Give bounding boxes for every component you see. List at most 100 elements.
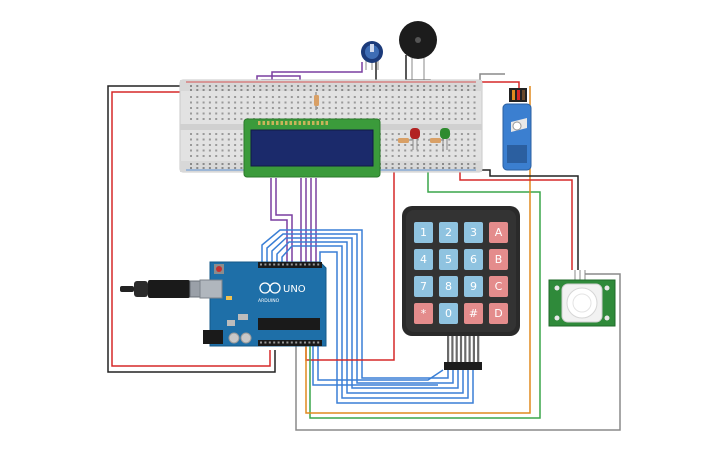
breadboard-hole xyxy=(253,112,255,115)
lcd-pin xyxy=(298,121,301,125)
breadboard-hole xyxy=(341,112,344,115)
ribbon-wire xyxy=(447,336,450,362)
breadboard-hole xyxy=(221,85,224,87)
breadboard-hole xyxy=(328,101,331,104)
keypad-ribbon xyxy=(447,336,480,362)
atmega-chip xyxy=(258,318,320,330)
keypad-key-label: # xyxy=(469,307,478,320)
breadboard-hole xyxy=(442,107,444,109)
breadboard-hole xyxy=(385,89,388,91)
ribbon-wire xyxy=(472,336,475,362)
breadboard-hole xyxy=(271,85,274,87)
uno-brand-label: ARDUINO xyxy=(258,298,280,304)
breadboard-hole xyxy=(423,163,426,165)
breadboard-hole xyxy=(196,118,199,120)
keypad-key-5[interactable]: 5 xyxy=(439,249,458,270)
wire-blue-k3 xyxy=(271,237,459,389)
breadboard-hole xyxy=(234,138,237,141)
potentiometer-icon[interactable] xyxy=(361,41,383,70)
breadboard-hole xyxy=(391,163,394,165)
breadboard-hole xyxy=(240,101,243,104)
breadboard-hole xyxy=(391,96,394,98)
breadboard-hole xyxy=(316,112,318,115)
smd-component xyxy=(238,314,248,320)
keypad-key-4[interactable]: 4 xyxy=(414,249,433,270)
breadboard-hole xyxy=(385,85,388,87)
breadboard-hole xyxy=(448,144,451,146)
uno-pin xyxy=(268,263,271,266)
analog-header xyxy=(258,340,322,346)
breadboard-hole xyxy=(347,89,350,91)
uno-model-label: UNO xyxy=(283,284,306,295)
pir-sensor-icon xyxy=(548,270,616,327)
keypad-key-star[interactable]: * xyxy=(414,303,433,324)
breadboard-hole xyxy=(467,144,470,146)
breadboard-hole xyxy=(429,167,432,169)
keypad-key-1[interactable]: 1 xyxy=(414,222,433,243)
breadboard-hole xyxy=(322,101,325,104)
breadboard-hole xyxy=(253,107,255,109)
breadboard-hole xyxy=(397,163,400,165)
lcd-pin xyxy=(321,121,324,125)
keypad-key-B[interactable]: B xyxy=(489,249,508,270)
keypad-key-6[interactable]: 6 xyxy=(464,249,483,270)
keypad-key-D[interactable]: D xyxy=(489,303,508,324)
breadboard-hole xyxy=(227,144,230,146)
keypad-key-7[interactable]: 7 xyxy=(414,276,433,297)
breadboard-hole xyxy=(423,89,426,91)
breadboard-hole xyxy=(215,89,218,91)
breadboard-hole xyxy=(460,118,463,120)
breadboard-hole xyxy=(454,89,457,91)
breadboard-hole xyxy=(454,118,457,120)
wire-purple-d1 xyxy=(270,178,288,262)
breadboard-hole xyxy=(334,107,337,109)
breadboard-hole xyxy=(353,101,356,104)
keypad-key-8[interactable]: 8 xyxy=(439,276,458,297)
breadboard-hole xyxy=(202,96,205,98)
uno-pin xyxy=(268,341,271,344)
breadboard-hole xyxy=(278,101,281,104)
breadboard-hole xyxy=(208,133,211,135)
breadboard-hole xyxy=(397,85,400,87)
breadboard-hole xyxy=(208,101,211,104)
breadboard-hole xyxy=(423,96,426,98)
breadboard-hole xyxy=(379,85,381,87)
keypad-key-0[interactable]: 0 xyxy=(439,303,458,324)
keypad-key-2[interactable]: 2 xyxy=(439,222,458,243)
uno-pin xyxy=(304,263,306,266)
breadboard-hole xyxy=(190,96,192,98)
breadboard-hole xyxy=(227,167,230,169)
keypad-key-A[interactable]: A xyxy=(489,222,508,243)
breadboard-hole xyxy=(202,149,205,152)
breadboard-hole xyxy=(196,167,199,169)
breadboard-hole xyxy=(240,167,243,169)
breadboard-hole xyxy=(460,107,463,109)
breadboard-hole xyxy=(379,89,381,91)
breadboard-hole xyxy=(328,107,331,109)
breadboard-hole xyxy=(271,89,274,91)
breadboard-hole xyxy=(473,96,476,98)
keypad-key-label: 3 xyxy=(470,226,477,239)
uno-pin xyxy=(304,341,306,344)
smd-component xyxy=(227,320,235,326)
breadboard-hole xyxy=(410,167,413,169)
keypad-key-label: 6 xyxy=(470,253,477,266)
breadboard-hole xyxy=(227,163,230,165)
breadboard-hole xyxy=(397,155,400,157)
breadboard-hole xyxy=(404,163,407,165)
breadboard-hole xyxy=(448,138,451,141)
keypad-key-9[interactable]: 9 xyxy=(464,276,483,297)
uno-pin xyxy=(264,263,267,266)
breadboard-hole xyxy=(196,96,199,98)
keypad-key-hash[interactable]: # xyxy=(464,303,483,324)
keypad-key-3[interactable]: 3 xyxy=(464,222,483,243)
lcd-pin xyxy=(316,121,319,125)
breadboard-hole xyxy=(429,118,432,120)
breadboard-hole xyxy=(423,144,426,146)
breadboard-hole xyxy=(460,163,463,165)
usb-port xyxy=(199,279,223,299)
breadboard-hole xyxy=(467,85,470,87)
breadboard-hole xyxy=(297,89,300,91)
keypad-key-C[interactable]: C xyxy=(489,276,508,297)
